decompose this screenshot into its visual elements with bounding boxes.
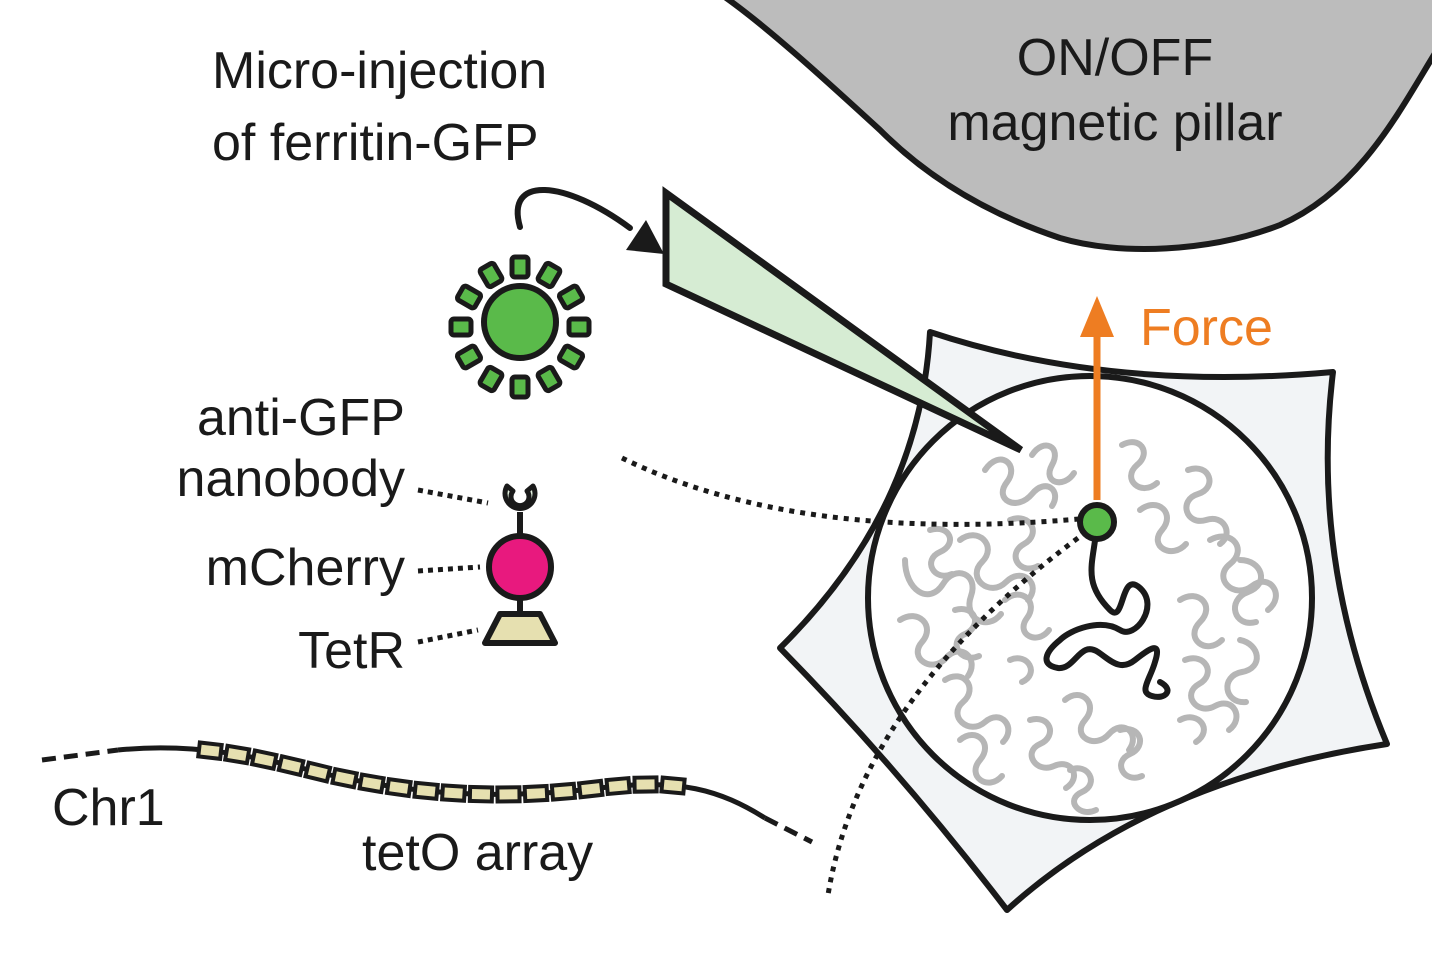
teto-array-label: tetO array <box>362 824 593 882</box>
teto-repeat <box>412 780 440 802</box>
pillar-label-line2: magnetic pillar <box>947 94 1282 152</box>
teto-repeat <box>196 740 224 762</box>
locus-chromatin <box>1043 519 1171 700</box>
teto-repeat <box>604 775 632 797</box>
zoom-connector-lower <box>825 535 1080 896</box>
teto-repeat <box>249 748 279 772</box>
magnetic-pillar <box>723 0 1432 252</box>
teto-repeat <box>522 783 550 804</box>
teto-repeat <box>439 783 468 803</box>
locus-bead <box>1077 502 1117 542</box>
zoom-connector-upper <box>620 455 1091 527</box>
teto-repeat <box>467 784 495 804</box>
teto-repeat <box>549 781 578 802</box>
teto-array <box>196 740 687 804</box>
teto-repeat <box>303 760 333 784</box>
pillar-label-line1: ON/OFF <box>1017 29 1213 87</box>
tetr-label: TetR <box>298 622 405 680</box>
teto-repeat <box>330 766 360 790</box>
chromosome-label: Chr1 <box>52 779 165 837</box>
teto-repeat <box>276 753 306 778</box>
mcherry-shape <box>486 533 554 601</box>
teto-repeat <box>357 772 386 795</box>
sensor-construct <box>482 483 558 646</box>
teto-repeat <box>659 775 687 796</box>
mcherry-label: mCherry <box>206 539 405 597</box>
nanobody-shape <box>502 483 538 511</box>
chromatin <box>897 439 1279 815</box>
chromosome-dashed-right <box>763 815 814 845</box>
injection-label-line1: Micro-injection <box>212 42 547 100</box>
teto-repeat <box>632 775 659 794</box>
injection-needle <box>662 186 1024 454</box>
force-arrow <box>1080 296 1114 500</box>
teto-repeat <box>222 743 252 766</box>
injection-label-line2: of ferritin-GFP <box>212 114 539 172</box>
teto-repeat <box>576 778 605 800</box>
teto-repeat <box>495 785 522 804</box>
injection-arrow <box>514 187 664 254</box>
force-label: Force <box>1140 299 1273 357</box>
chromosome-dashed-left <box>41 747 119 763</box>
tetr-shape <box>482 611 558 646</box>
teto-repeat <box>384 776 413 799</box>
nucleus <box>865 373 1315 823</box>
leader-lines <box>417 487 489 645</box>
ferritin-gfp-particle <box>448 254 592 400</box>
nanobody-label-line1: anti-GFP <box>197 389 405 447</box>
nanobody-label-line2: nanobody <box>177 450 405 508</box>
